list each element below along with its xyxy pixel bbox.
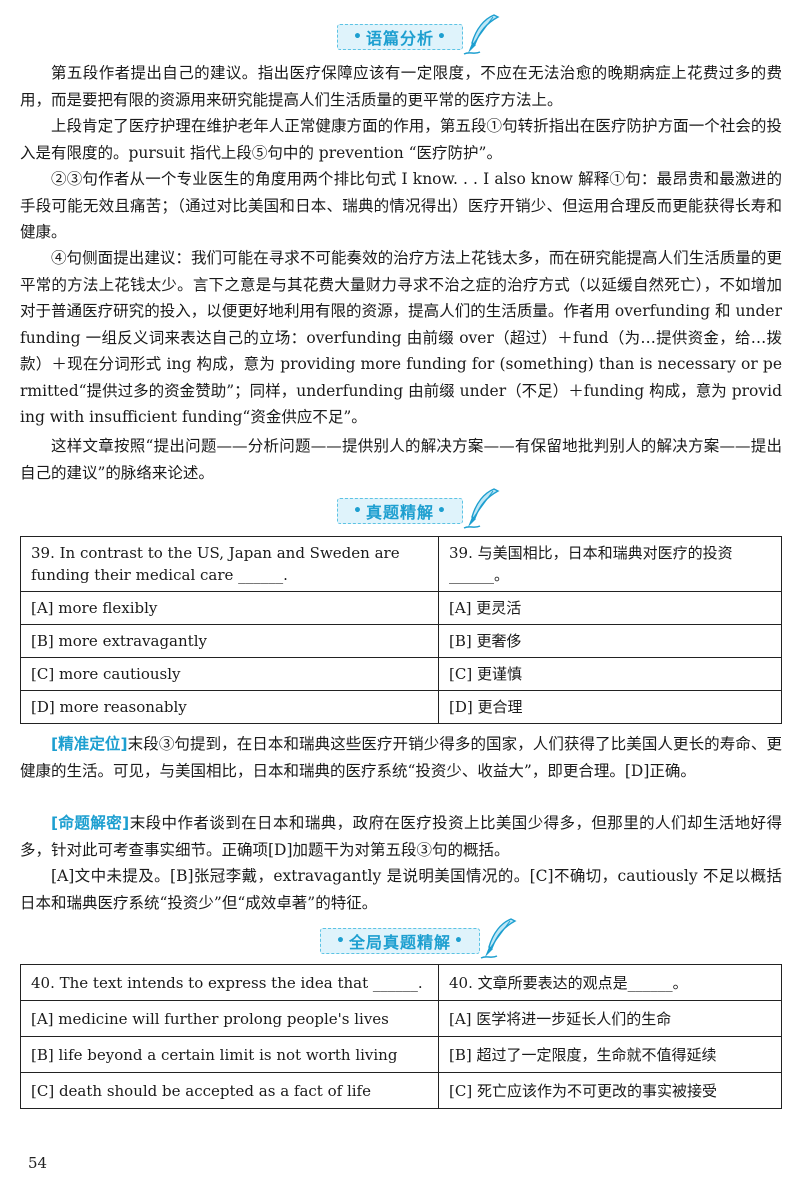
q39-option-c-en: [C] more cautiously bbox=[20, 657, 439, 691]
table-row: [C] death should be accepted as a fact o… bbox=[20, 1072, 782, 1109]
locate-tag: [精准定位] bbox=[51, 735, 128, 753]
section-badge-global: •全局真题精解• bbox=[320, 918, 517, 959]
q39-option-a-zh: [A] 更灵活 bbox=[438, 591, 782, 625]
q40-option-b-en: [B] life beyond a certain limit is not w… bbox=[20, 1036, 439, 1073]
locate-text: 末段③句提到，在日本和瑞典这些医疗开销少得多的国家，人们获得了比美国人更长的寿命… bbox=[20, 735, 782, 780]
q40-option-a-en: [A] medicine will further prolong people… bbox=[20, 1000, 439, 1037]
badge-label: 语篇分析 bbox=[365, 29, 434, 48]
section-badge-answer: •真题精解• bbox=[337, 488, 500, 529]
section-badge-analysis: •语篇分析• bbox=[337, 14, 500, 55]
table-row: [C] more cautiously [C] 更谨慎 bbox=[20, 657, 782, 691]
q40-option-a-zh: [A] 医学将进一步延长人们的生命 bbox=[438, 1000, 782, 1037]
badge-label: 真题精解 bbox=[365, 503, 434, 522]
q39-option-c-zh: [C] 更谨慎 bbox=[438, 657, 782, 691]
badge-label: 全局真题精解 bbox=[348, 933, 451, 952]
q39-decode-paragraph: [命题解密]末段中作者谈到在日本和瑞典，政府在医疗投资上比美国少得多，但那里的人… bbox=[20, 810, 782, 863]
page-number: 54 bbox=[28, 1154, 48, 1172]
answer-badge-row: •真题精解• bbox=[0, 488, 800, 529]
table-row: [B] more extravagantly [B] 更奢侈 bbox=[20, 624, 782, 658]
q39-option-b-zh: [B] 更奢侈 bbox=[438, 624, 782, 658]
analysis-paragraph-1: 第五段作者提出自己的建议。指出医疗保障应该有一定限度，不应在无法治愈的晚期病症上… bbox=[20, 64, 782, 109]
quill-pen-icon bbox=[463, 488, 500, 529]
quill-pen-icon bbox=[463, 14, 500, 55]
analysis-paragraph-5: 这样文章按照“提出问题——分析问题——提供别人的解决方案——有保留地批判别人的解… bbox=[20, 437, 782, 482]
q40-option-b-zh: [B] 超过了一定限度，生命就不值得延续 bbox=[438, 1036, 782, 1073]
decode-tag: [命题解密] bbox=[51, 814, 130, 832]
q39-stem-en: 39. In contrast to the US, Japan and Swe… bbox=[20, 536, 439, 592]
q40-stem-en: 40. The text intends to express the idea… bbox=[20, 964, 439, 1001]
global-badge-row: •全局真题精解• bbox=[0, 918, 800, 959]
decode-text: 末段中作者谈到在日本和瑞典，政府在医疗投资上比美国少得多，但那里的人们却生活地好… bbox=[20, 814, 782, 859]
q40-option-c-zh: [C] 死亡应该作为不可更改的事实被接受 bbox=[438, 1072, 782, 1109]
q39-distractor-paragraph: [A]文中未提及。[B]张冠李戴，extravagantly 是说明美国情况的。… bbox=[20, 867, 782, 912]
quill-pen-icon bbox=[480, 918, 517, 959]
table-row: [D] more reasonably [D] 更合理 bbox=[20, 690, 782, 724]
q40-stem-zh: 40. 文章所要表达的观点是______。 bbox=[438, 964, 782, 1001]
q39-option-d-zh: [D] 更合理 bbox=[438, 690, 782, 724]
table-row: [A] more flexibly [A] 更灵活 bbox=[20, 591, 782, 625]
table-row: [A] medicine will further prolong people… bbox=[20, 1000, 782, 1037]
q39-option-b-en: [B] more extravagantly bbox=[20, 624, 439, 658]
q39-option-d-en: [D] more reasonably bbox=[20, 690, 439, 724]
analysis-badge-row: •语篇分析• bbox=[0, 14, 800, 55]
analysis-paragraph-2: 上段肯定了医疗护理在维护老年人正常健康方面的作用，第五段①句转折指出在医疗防护方… bbox=[20, 117, 782, 162]
table-row: 40. The text intends to express the idea… bbox=[20, 964, 782, 1001]
q40-option-c-en: [C] death should be accepted as a fact o… bbox=[20, 1072, 439, 1109]
table-row: 39. In contrast to the US, Japan and Swe… bbox=[20, 536, 782, 592]
analysis-paragraph-3: ②③句作者从一个专业医生的角度用两个排比句式 I know. . . I als… bbox=[20, 170, 782, 241]
question-39-table: 39. In contrast to the US, Japan and Swe… bbox=[20, 536, 782, 724]
table-row: [B] life beyond a certain limit is not w… bbox=[20, 1036, 782, 1073]
q39-stem-zh: 39. 与美国相比，日本和瑞典对医疗的投资______。 bbox=[438, 536, 782, 592]
q39-option-a-en: [A] more flexibly bbox=[20, 591, 439, 625]
question-40-table: 40. The text intends to express the idea… bbox=[20, 964, 782, 1109]
q39-locate-paragraph: [精准定位]末段③句提到，在日本和瑞典这些医疗开销少得多的国家，人们获得了比美国… bbox=[20, 731, 782, 784]
analysis-paragraph-4: ④句侧面提出建议：我们可能在寻求不可能奏效的治疗方法上花钱太多，而在研究能提高人… bbox=[20, 249, 782, 426]
